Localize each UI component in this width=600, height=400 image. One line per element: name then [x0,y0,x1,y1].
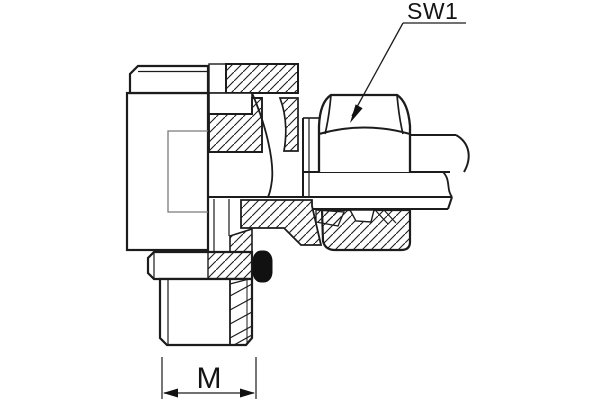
ferrule-hatched [315,209,345,227]
union-nut [317,93,412,172]
bolt-shoulder-step [208,92,253,115]
tube [410,133,470,198]
thread-lines [229,278,253,346]
leader-line [351,22,404,117]
stud-outline [158,277,254,347]
swivel-body-side-view [125,64,210,252]
bolt-hex-side-view [128,64,210,95]
dimension-arrow-left [163,388,178,398]
o-ring-seal [252,250,273,283]
body-upper-wall-hatched [208,97,263,153]
port-stub [302,117,319,197]
thread-dimension-label: M [197,362,222,395]
ferrule-profile [348,209,375,223]
tube-wall-end [447,196,453,210]
wrench-size-label: SW1 [407,0,458,24]
collar-hatched [207,251,253,280]
nut-facet-right [396,94,404,135]
threaded-stud [158,277,254,347]
nut-facet-left [324,94,332,135]
banjo-bolt-section [208,63,299,115]
body-inner-edge [167,130,208,213]
dimension-m: M [161,357,257,399]
stud-neck-hatched [229,227,253,253]
elbow-body-section [208,97,323,253]
cutting-ring-ferrule [315,209,397,227]
leader-arrowhead [350,104,363,123]
lock-collar [146,250,254,281]
tube-break-curve-2 [442,171,453,198]
dimension-arrow-right [240,388,255,398]
nut-lower-hatched [320,208,412,252]
nut-chamfer-curve [318,126,411,135]
body-lower-wall-hatched [240,199,323,246]
bolt-bore-slot [208,63,227,94]
label-sw1: SW1 [350,0,466,123]
tube-break-curve-1 [455,134,470,173]
bore-curve [251,92,274,198]
nut-section-lower [320,208,412,252]
body-port-hook-hatched [278,97,299,152]
bolt-head-hatched [225,63,299,94]
nut-outline [317,93,412,172]
